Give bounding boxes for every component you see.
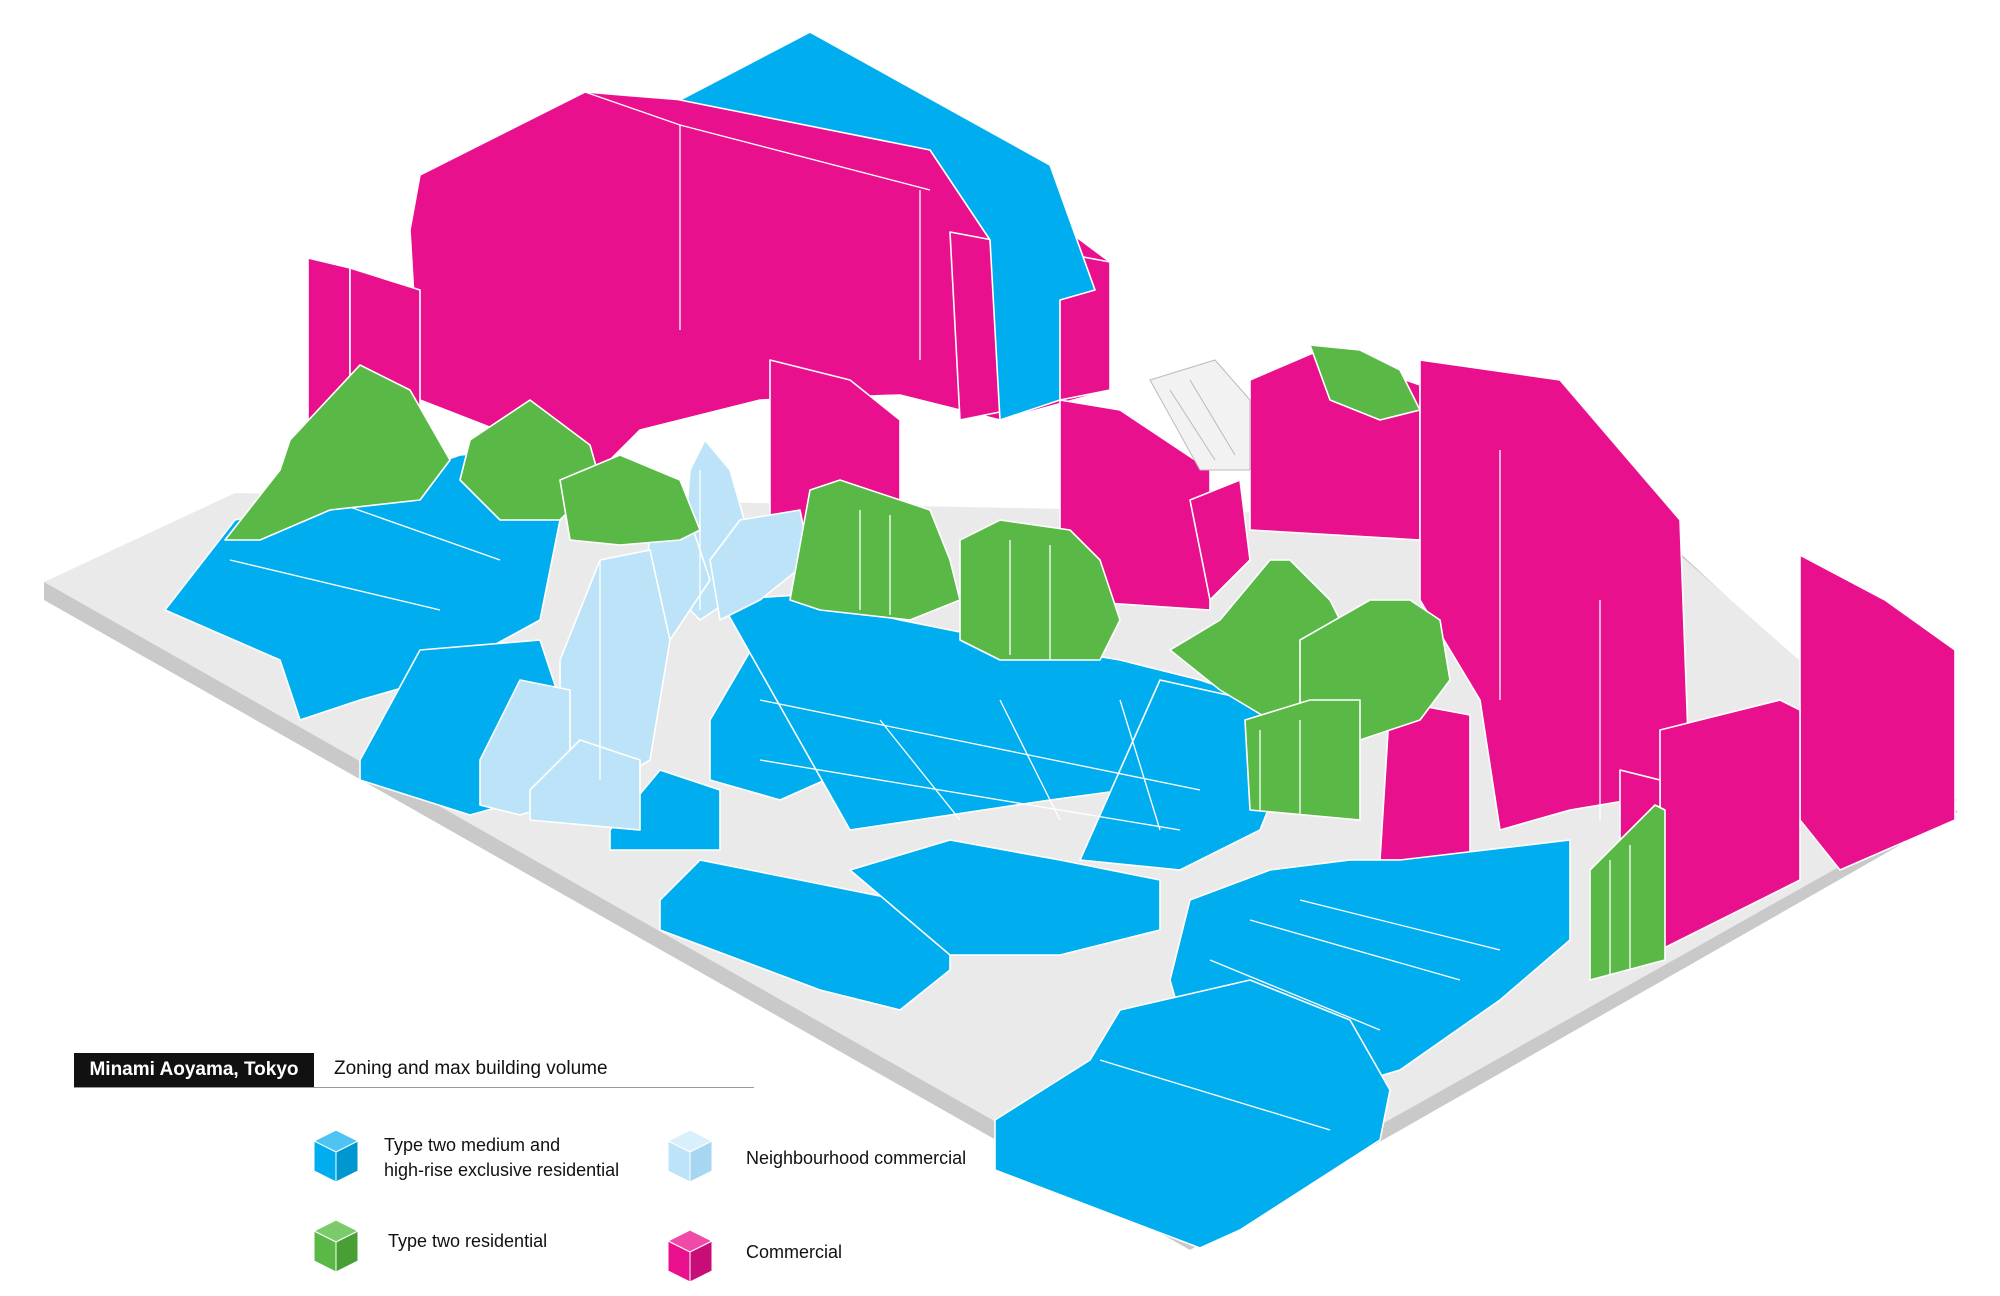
legend-divider — [74, 1087, 754, 1088]
commercial-zone-volumes — [307, 91, 1956, 961]
legend-swatch-neighbourhood-commercial — [666, 1129, 714, 1183]
legend-label-commercial: Commercial — [746, 1242, 843, 1262]
rear-alley — [1149, 359, 1251, 471]
legend-title: Minami Aoyama, Tokyo — [74, 1053, 314, 1087]
legend-subtitle: Zoning and max building volume — [334, 1058, 608, 1079]
legend-label-type2-medium-highrise: Type two medium and high-rise exclusive … — [384, 1135, 620, 1180]
legend-swatch-commercial — [666, 1229, 714, 1283]
legend-swatch-type2-residential — [312, 1219, 360, 1273]
type2-residential-volumes — [224, 344, 1666, 981]
legend-label-type2-residential: Type two residential — [388, 1231, 548, 1251]
legend-label-neighbourhood-commercial: Neighbourhood commercial — [746, 1148, 967, 1168]
neighbourhood-commercial-volumes — [479, 439, 811, 831]
legend-swatch-type2-medium-highrise — [312, 1129, 360, 1183]
